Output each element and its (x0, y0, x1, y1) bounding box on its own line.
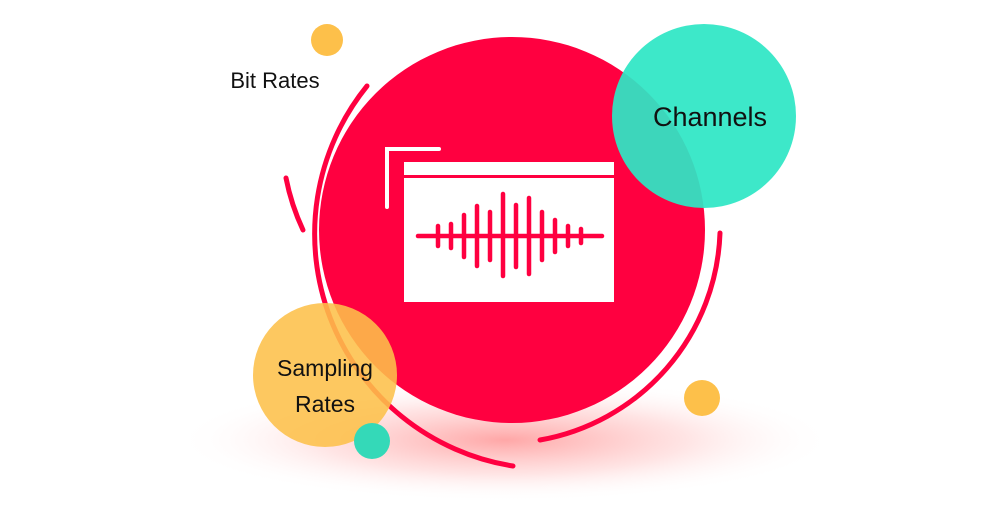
small-yellow-dot-right (684, 380, 720, 416)
audio-waveform-window-icon (385, 147, 614, 302)
sampling-rates-label-line1: Sampling (277, 355, 373, 381)
bit-rates-label: Bit Rates (230, 68, 320, 93)
small-teal-dot (354, 423, 390, 459)
arc-right (537, 230, 723, 443)
small-yellow-dot-top (311, 24, 343, 56)
sampling-rates-label-line2: Rates (294, 391, 356, 417)
sampling-rates-circle (253, 303, 397, 447)
back-window-corner (385, 147, 441, 209)
sampling-rates-label: Sampling Rates (255, 350, 395, 422)
short-arc-left (283, 175, 306, 233)
channels-label: Channels (652, 102, 768, 132)
waveform-bars (415, 191, 605, 279)
window-title-bar (404, 175, 614, 178)
channels-circle (612, 24, 796, 208)
